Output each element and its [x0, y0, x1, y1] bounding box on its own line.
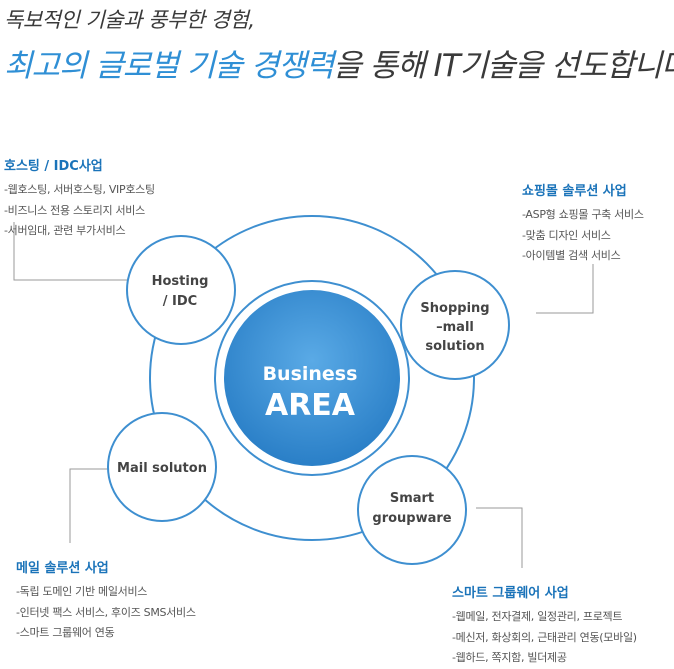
panel-smart-item: -웹하드, 쪽지함, 빌더제공	[452, 651, 567, 664]
center-label-line2: AREA	[265, 388, 356, 423]
node-smart-label-1: Smart	[390, 491, 434, 506]
panel-hosting: 호스팅 / IDC사업 -웹호스팅, 서버호스팅, VIP호스팅 -비즈니스 전…	[4, 155, 155, 242]
panel-mail-title: 메일 솔루션 사업	[16, 561, 109, 576]
panel-hosting-item: -비즈니스 전용 스토리지 서비스	[4, 203, 145, 217]
node-hosting	[126, 235, 236, 345]
panel-mail-item: -스마트 그룹웨어 연동	[16, 626, 115, 639]
headline-line1: 독보적인 기술과 풍부한 경험,	[4, 8, 255, 32]
panel-smart-item: -웹메일, 전자결제, 일정관리, 프로젝트	[452, 610, 623, 623]
connector-mail	[69, 468, 112, 543]
center-circle	[224, 290, 400, 466]
node-hosting-label-1: Hosting	[152, 274, 209, 289]
headline-line2: 최고의 글로벌 기술 경쟁력을 통해 IT기술을 선도합니다.	[4, 40, 674, 85]
panel-shopping: 쇼핑몰 솔루션 사업 -ASP형 쇼핑몰 구축 서비스 -맞춤 디자인 서비스 …	[522, 180, 644, 267]
panel-hosting-item: -웹호스팅, 서버호스팅, VIP호스팅	[4, 183, 155, 196]
node-shopping	[400, 270, 510, 380]
panel-hosting-title: 호스팅 / IDC사업	[4, 159, 103, 174]
panel-smart: 스마트 그룹웨어 사업 -웹메일, 전자결제, 일정관리, 프로젝트 -메신저,…	[452, 582, 637, 669]
node-shopping-label-1: Shopping	[420, 301, 489, 316]
headline-accent: 최고의 글로벌 기술 경쟁력	[4, 48, 334, 84]
panel-shopping-item: -아이템별 검색 서비스	[522, 249, 621, 262]
center-label-line1: Business	[263, 363, 358, 385]
panel-shopping-item: -맞춤 디자인 서비스	[522, 228, 611, 242]
node-smart-label-2: groupware	[372, 511, 451, 526]
node-shopping-label-2: –mall	[436, 320, 474, 335]
panel-mail: 메일 솔루션 사업 -독립 도메인 기반 메일서비스 -인터넷 팩스 서비스, …	[16, 557, 196, 644]
node-smart	[357, 455, 467, 565]
panel-hosting-item: -서버임대, 관련 부가서비스	[4, 224, 126, 237]
headline-rest: 을 통해 IT기술을 선도합니다.	[333, 48, 674, 84]
connector-smart	[476, 507, 523, 568]
panel-mail-item: -독립 도메인 기반 메일서비스	[16, 585, 148, 598]
node-mail-label: Mail soluton	[117, 461, 207, 476]
node-mail	[107, 412, 217, 522]
panel-smart-item: -메신저, 화상회의, 근태관리 연동(모바일)	[452, 630, 637, 644]
connector-hosting	[13, 222, 131, 281]
panel-mail-item: -인터넷 팩스 서비스, 후이즈 SMS서비스	[16, 605, 196, 619]
connector-shopping	[536, 264, 594, 314]
panel-smart-title: 스마트 그룹웨어 사업	[452, 586, 569, 601]
panel-shopping-title: 쇼핑몰 솔루션 사업	[522, 184, 627, 199]
orbit-ring	[149, 215, 475, 541]
node-shopping-label-3: solution	[425, 339, 484, 354]
panel-shopping-item: -ASP형 쇼핑몰 구축 서비스	[522, 208, 644, 221]
node-hosting-label-2: / IDC	[163, 294, 197, 309]
